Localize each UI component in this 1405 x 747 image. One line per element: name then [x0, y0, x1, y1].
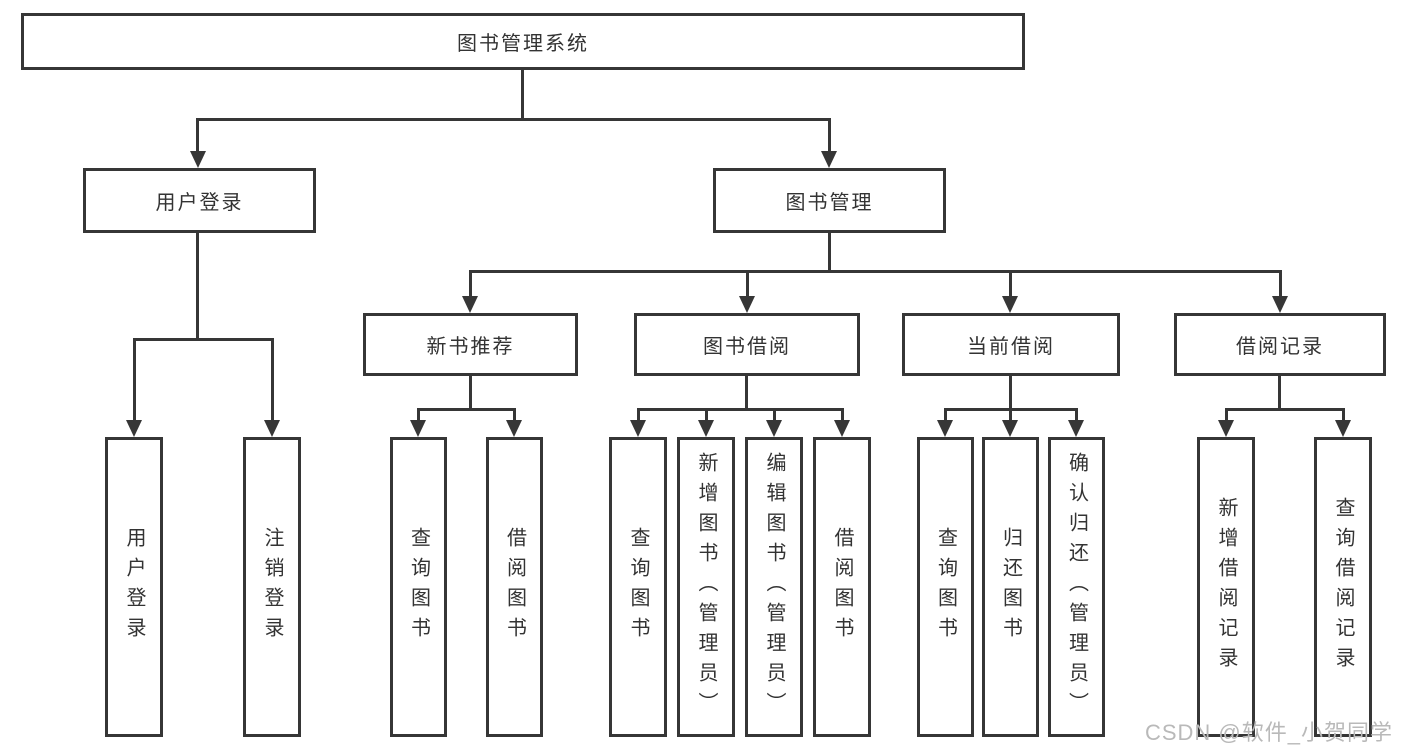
node-borrow-books-borrowing: 借阅图书	[813, 437, 871, 737]
connector-line	[469, 270, 472, 298]
connector-line	[773, 408, 776, 422]
arrowhead-down-icon	[410, 420, 426, 437]
arrowhead-down-icon	[630, 420, 646, 437]
connector-line	[469, 270, 1282, 273]
node-query-borrow-record: 查询借阅记录	[1314, 437, 1372, 737]
connector-line	[705, 408, 708, 422]
node-borrowing-records: 借阅记录	[1174, 313, 1386, 376]
node-add-books-admin: 新增图书（管理员）	[677, 437, 735, 737]
node-current-borrowing: 当前借阅	[902, 313, 1120, 376]
connector-line	[469, 376, 472, 410]
connector-line	[196, 233, 199, 340]
connector-line	[1278, 376, 1281, 410]
arrowhead-down-icon	[1218, 420, 1234, 437]
node-query-books-recommend: 查询图书	[390, 437, 447, 737]
connector-line	[1075, 408, 1078, 422]
node-query-books-borrowing: 查询图书	[609, 437, 667, 737]
arrowhead-down-icon	[739, 296, 755, 313]
connector-line	[1009, 408, 1012, 422]
connector-line	[1225, 408, 1345, 411]
connector-line	[1342, 408, 1345, 422]
connector-line	[133, 338, 274, 341]
connector-line	[841, 408, 844, 422]
node-library-system: 图书管理系统	[21, 13, 1025, 70]
connector-line	[1009, 376, 1012, 410]
arrowhead-down-icon	[1002, 296, 1018, 313]
connector-line	[828, 233, 831, 272]
arrowhead-down-icon	[126, 420, 142, 437]
arrowhead-down-icon	[1068, 420, 1084, 437]
arrowhead-down-icon	[506, 420, 522, 437]
arrowhead-down-icon	[834, 420, 850, 437]
connector-line	[133, 338, 136, 422]
node-borrow-books-recommend: 借阅图书	[486, 437, 543, 737]
connector-line	[271, 338, 274, 422]
node-user-login: 用户登录	[83, 168, 316, 233]
connector-line	[1225, 408, 1228, 422]
node-user-login-action: 用户登录	[105, 437, 163, 737]
watermark: CSDN @软件_小贺同学	[1144, 720, 1393, 745]
arrowhead-down-icon	[766, 420, 782, 437]
arrowhead-down-icon	[462, 296, 478, 313]
connector-line	[828, 118, 831, 152]
connector-line	[637, 408, 640, 422]
connector-line	[521, 70, 524, 120]
arrowhead-down-icon	[698, 420, 714, 437]
connector-line	[1279, 270, 1282, 298]
connector-line	[1009, 270, 1012, 298]
node-add-borrow-record: 新增借阅记录	[1197, 437, 1255, 737]
arrowhead-down-icon	[190, 151, 206, 168]
node-book-management: 图书管理	[713, 168, 946, 233]
connector-line	[637, 408, 844, 411]
connector-line	[944, 408, 947, 422]
connector-line	[196, 118, 831, 121]
arrowhead-down-icon	[821, 151, 837, 168]
node-query-books-current: 查询图书	[917, 437, 974, 737]
connector-line	[513, 408, 516, 422]
connector-line	[417, 408, 516, 411]
arrowhead-down-icon	[937, 420, 953, 437]
connector-line	[746, 270, 749, 298]
node-new-book-recommendation: 新书推荐	[363, 313, 578, 376]
node-book-borrowing: 图书借阅	[634, 313, 860, 376]
connector-line	[196, 118, 199, 152]
arrowhead-down-icon	[1002, 420, 1018, 437]
connector-line	[745, 376, 748, 410]
node-edit-books-admin: 编辑图书（管理员）	[745, 437, 803, 737]
node-confirm-return-admin: 确认归还（管理员）	[1048, 437, 1105, 737]
node-return-books: 归还图书	[982, 437, 1039, 737]
connector-line	[417, 408, 420, 422]
arrowhead-down-icon	[264, 420, 280, 437]
arrowhead-down-icon	[1272, 296, 1288, 313]
node-logout-action: 注销登录	[243, 437, 301, 737]
arrowhead-down-icon	[1335, 420, 1351, 437]
